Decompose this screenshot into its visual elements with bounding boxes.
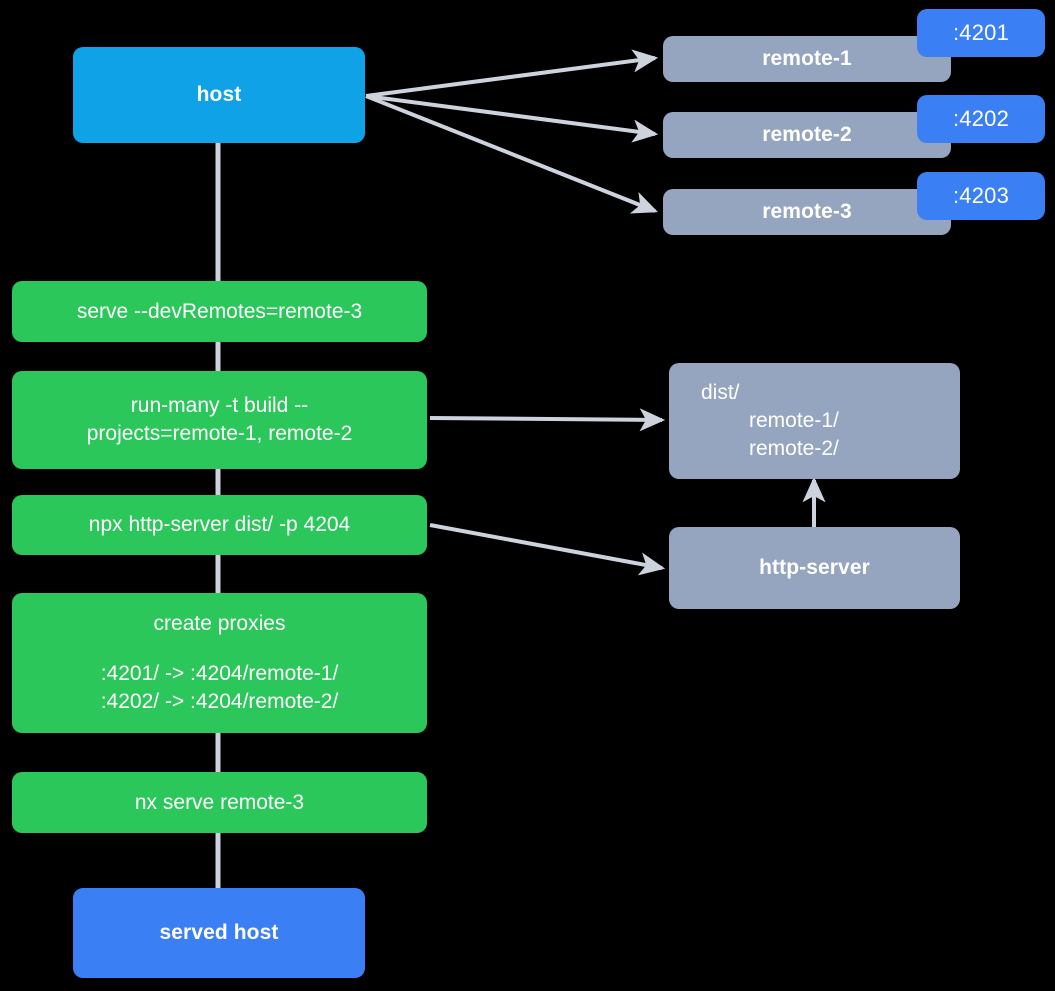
port-badge-remote-1: :4201: [917, 9, 1045, 57]
node-command-create-proxies-line-1: :4201/ -> :4204/remote-1/: [100, 662, 339, 686]
node-remote-3[interactable]: remote-3: [663, 189, 951, 235]
node-command-npx-http-server[interactable]: npx http-server dist/ -p 4204: [12, 495, 427, 555]
node-host[interactable]: host: [73, 47, 365, 143]
node-command-run-many-line-1: projects=remote-1, remote-2: [86, 422, 353, 445]
port-badge-remote-3: :4203: [917, 172, 1045, 220]
node-artifact-dist-child-2: remote-2/: [749, 436, 839, 460]
node-command-create-proxies-line-2: :4202/ -> :4204/remote-2/: [100, 689, 339, 713]
node-artifact-dist-root: dist/: [701, 381, 740, 405]
node-served-host-label: served host: [159, 921, 279, 945]
node-command-npx-http-server-title: npx http-server dist/ -p 4204: [88, 513, 351, 537]
port-badge-remote-2-label: :4202: [952, 106, 1010, 131]
node-http-server[interactable]: http-server: [669, 527, 960, 609]
node-remote-1[interactable]: remote-1: [663, 36, 951, 82]
node-remote-2-label: remote-2: [762, 123, 852, 147]
node-command-serve-title: serve --devRemotes=remote-3: [76, 299, 363, 323]
node-command-create-proxies[interactable]: create proxies :4201/ -> :4204/remote-1/…: [12, 593, 427, 733]
node-command-run-many[interactable]: run-many -t build -- projects=remote-1, …: [12, 371, 427, 469]
edge-runmany-dist: [429, 408, 666, 432]
node-served-host[interactable]: served host: [73, 888, 365, 978]
edge-host-remote-2: [365, 94, 659, 143]
edge-npx-httpserver: [429, 523, 666, 576]
node-command-run-many-title: run-many -t build --: [130, 394, 309, 418]
node-remote-2[interactable]: remote-2: [663, 112, 951, 158]
node-host-label: host: [196, 83, 242, 107]
port-badge-remote-1-label: :4201: [952, 20, 1010, 45]
host-to-remotes-edges: [365, 49, 659, 214]
edge-host-remote-1: [365, 49, 659, 98]
port-badge-remote-3-label: :4203: [952, 183, 1010, 208]
node-remote-3-label: remote-3: [762, 200, 852, 224]
port-badge-remote-2: :4202: [917, 95, 1045, 143]
node-artifact-dist-child-1: remote-1/: [749, 409, 839, 433]
node-command-nx-serve-remote-3[interactable]: nx serve remote-3: [12, 772, 427, 833]
node-http-server-label: http-server: [759, 556, 870, 580]
node-command-nx-serve-remote-3-title: nx serve remote-3: [134, 790, 305, 814]
node-remote-1-label: remote-1: [762, 47, 852, 71]
edge-host-remote-3: [365, 94, 658, 214]
node-artifact-dist[interactable]: dist/ remote-1/ remote-2/: [669, 363, 960, 479]
node-command-serve[interactable]: serve --devRemotes=remote-3: [12, 281, 427, 342]
node-command-create-proxies-title: create proxies: [153, 612, 286, 636]
